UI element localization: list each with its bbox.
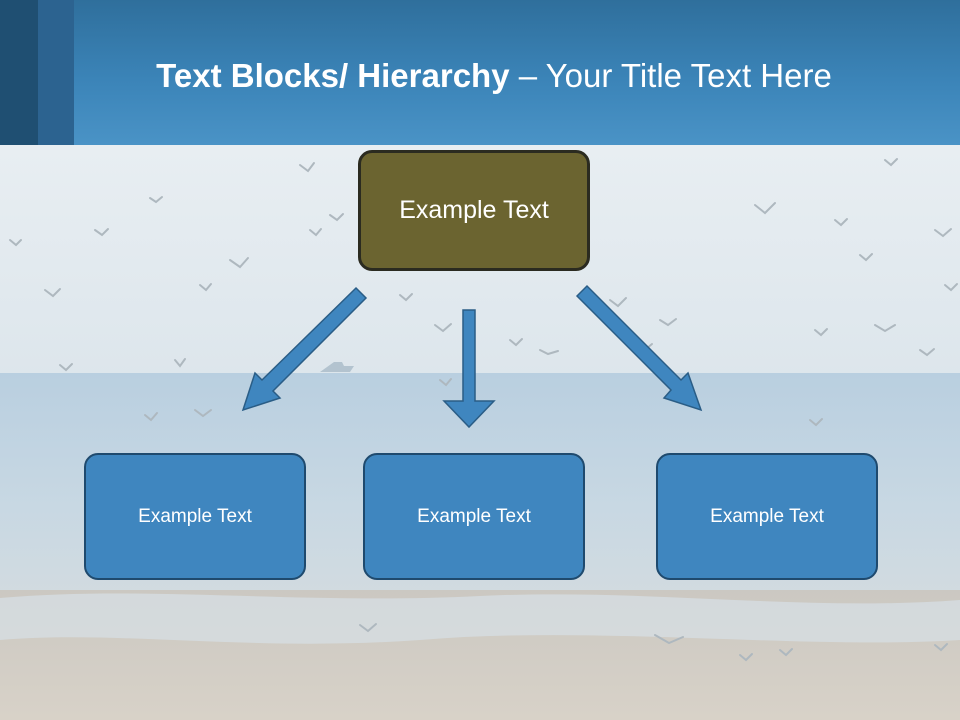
child-node-2: Example Text xyxy=(363,453,585,580)
title-rest-part: – Your Title Text Here xyxy=(509,57,832,94)
arrow-right xyxy=(575,284,703,412)
title-bold-part: Text Blocks/ Hierarchy xyxy=(156,57,510,94)
slide-title: Text Blocks/ Hierarchy – Your Title Text… xyxy=(74,52,914,100)
arrow-center xyxy=(442,309,496,429)
child-node-label: Example Text xyxy=(417,505,531,527)
child-node-1: Example Text xyxy=(84,453,306,580)
accent-strip-dark xyxy=(0,0,38,145)
child-node-3: Example Text xyxy=(656,453,878,580)
arrow-left xyxy=(241,286,368,412)
child-node-label: Example Text xyxy=(138,505,252,527)
child-node-label: Example Text xyxy=(710,505,824,527)
accent-strip-mid xyxy=(38,0,74,145)
title-bar xyxy=(0,0,960,145)
root-node: Example Text xyxy=(358,150,590,271)
seagull-icons xyxy=(9,158,958,662)
root-node-label: Example Text xyxy=(399,196,549,224)
